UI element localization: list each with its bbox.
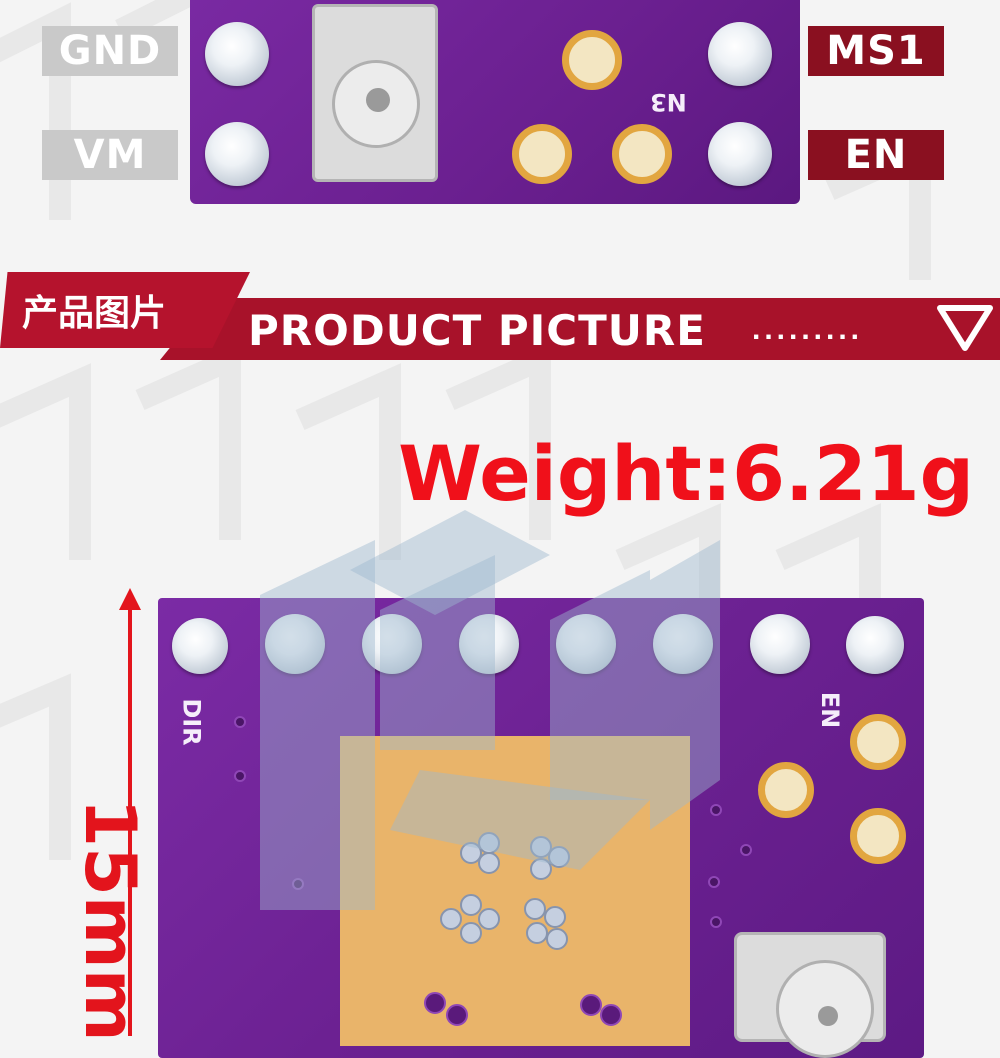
pin-pad-vm — [205, 122, 269, 186]
thermal-via — [478, 852, 500, 874]
silkscreen-n3: N3 — [650, 88, 687, 116]
thermal-via — [440, 908, 462, 930]
stepper-driver-board-top — [190, 0, 800, 204]
via-pad — [612, 124, 672, 184]
small-via — [740, 844, 752, 856]
triangle-down-icon — [937, 305, 993, 351]
small-via — [234, 716, 246, 728]
thermal-via — [478, 908, 500, 930]
banner-title-cn: 产品图片 — [22, 293, 167, 334]
pin-label-en: EN — [808, 130, 944, 180]
small-via — [234, 770, 246, 782]
dimension-arrow — [119, 588, 141, 610]
header-pin-pad — [172, 618, 228, 674]
pin-label-gnd: GND — [42, 26, 178, 76]
small-via — [710, 804, 722, 816]
potentiometer-screw — [366, 88, 390, 112]
via-pad — [850, 714, 906, 770]
pin-pad-gnd — [205, 22, 269, 86]
thermal-via — [546, 928, 568, 950]
weight-label: Weight:6.21g — [398, 428, 974, 518]
small-via — [292, 878, 304, 890]
banner-band — [160, 298, 1000, 360]
banner-title-en: PRODUCT PICTURE — [248, 305, 706, 355]
silkscreen-en: EN — [816, 691, 845, 729]
thermal-via — [544, 906, 566, 928]
thermal-via — [530, 836, 552, 858]
banner-dots: ......... — [752, 313, 864, 346]
thermal-via — [600, 1004, 622, 1026]
header-pin-pad — [556, 614, 616, 674]
header-pin-pad — [265, 614, 325, 674]
thermal-via — [460, 842, 482, 864]
pin-pad-ms1 — [708, 22, 772, 86]
pin-label-ms1: MS1 — [808, 26, 944, 76]
dimension-line — [128, 596, 132, 1036]
via-pad — [562, 30, 622, 90]
thermal-via — [530, 858, 552, 880]
header-pin-pad — [750, 614, 810, 674]
potentiometer-screw — [818, 1006, 838, 1026]
dimension-label: 15mm — [69, 798, 151, 1042]
via-pad — [512, 124, 572, 184]
small-via — [708, 876, 720, 888]
thermal-via — [580, 994, 602, 1016]
thermal-via — [524, 898, 546, 920]
brand-logo-watermark — [260, 510, 720, 910]
thermal-via — [424, 992, 446, 1014]
thermal-via — [446, 1004, 468, 1026]
header-pin-pad — [846, 616, 904, 674]
thermal-via — [460, 894, 482, 916]
pin-pad-en — [708, 122, 772, 186]
copper-pad-area — [340, 736, 690, 1046]
thermal-via — [548, 846, 570, 868]
header-pin-pad — [362, 614, 422, 674]
small-via — [710, 916, 722, 928]
header-pin-pad — [653, 614, 713, 674]
thermal-via — [460, 922, 482, 944]
via-pad — [758, 762, 814, 818]
banner-tag — [0, 272, 250, 348]
via-pad — [850, 808, 906, 864]
silkscreen-dir: DIR — [177, 698, 206, 746]
header-pin-pad — [459, 614, 519, 674]
pin-label-vm: VM — [42, 130, 178, 180]
